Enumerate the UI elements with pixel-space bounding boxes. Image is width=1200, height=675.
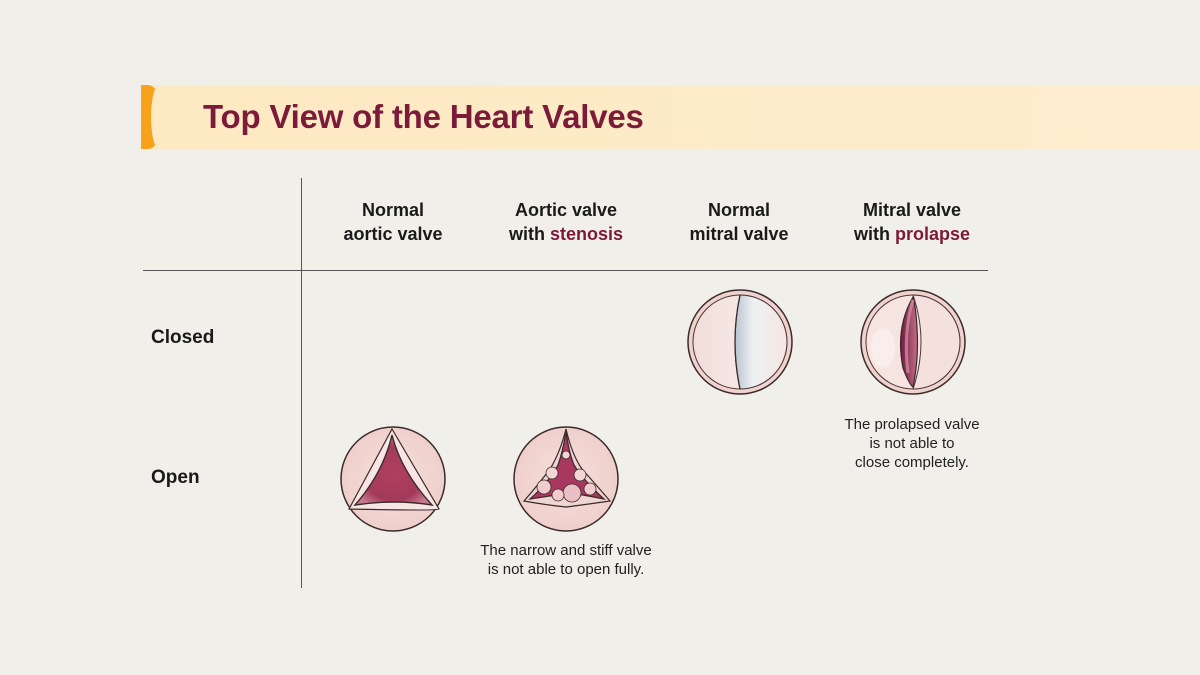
column-header-line2: with stenosis — [508, 224, 624, 244]
row-label-open: Open — [151, 467, 200, 488]
caption-line: is not able to — [869, 435, 955, 452]
caption-line: The prolapsed valve — [844, 416, 980, 433]
column-header-aortic-stenosis: Aortic valve with stenosis — [481, 198, 651, 246]
page-title: Top View of the Heart Valves — [203, 98, 644, 135]
highlight-prolapse: prolapse — [894, 224, 971, 244]
highlight-stenosis: stenosis — [549, 224, 624, 244]
normal-mitral-valve-closed — [687, 289, 793, 395]
caption-stenosis: The narrow and stiff valve is not able t… — [456, 541, 676, 579]
table-vertical-divider — [301, 178, 302, 588]
column-header-line2: mitral valve — [689, 224, 789, 244]
column-header-normal-aortic: Normal aortic valve — [308, 198, 478, 246]
column-header-normal-mitral: Normal mitral valve — [654, 198, 824, 246]
column-header-line2: aortic valve — [343, 224, 443, 244]
table-horizontal-divider — [143, 270, 988, 271]
column-header-mitral-prolapse: Mitral valve with prolapse — [827, 198, 997, 246]
title-accent-curve — [151, 85, 167, 149]
column-header-line2: with prolapse — [853, 224, 971, 244]
caption-line: The narrow and stiff valve — [480, 542, 652, 559]
normal-aortic-valve-open — [340, 426, 446, 532]
stenotic-aortic-valve-open — [513, 426, 619, 532]
title-banner — [141, 85, 1200, 149]
caption-prolapse: The prolapsed valve is not able to close… — [802, 415, 1022, 472]
caption-line: close completely. — [855, 454, 969, 471]
prolapsed-mitral-valve-closed — [860, 289, 966, 395]
column-header-line1: Normal — [361, 200, 424, 220]
column-header-line1: Mitral valve — [862, 200, 962, 220]
caption-line: is not able to open fully. — [487, 561, 645, 578]
column-header-line1: Normal — [707, 200, 770, 220]
row-label-closed: Closed — [151, 327, 215, 348]
column-header-line1: Aortic valve — [514, 200, 618, 220]
